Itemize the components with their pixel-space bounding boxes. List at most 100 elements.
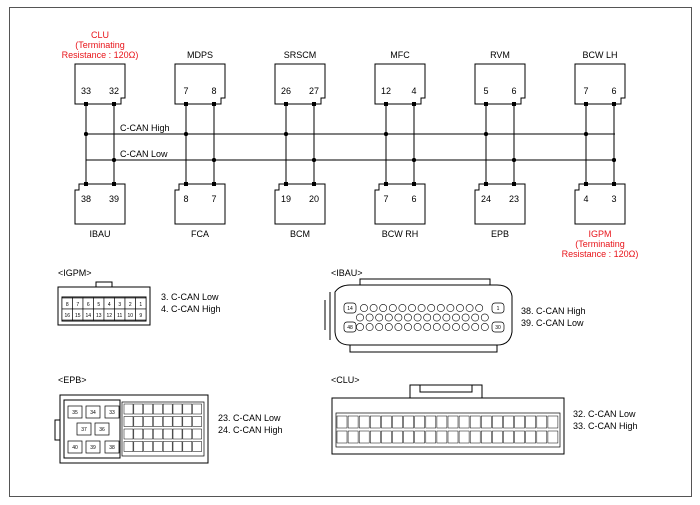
module-pin-number: 27: [309, 86, 319, 96]
pin-terminal: [612, 182, 616, 186]
ibau-pin: [442, 313, 451, 322]
ibau-pin: [417, 304, 426, 312]
pin-terminal: [212, 182, 216, 186]
epb-small-pin: [192, 428, 202, 440]
igpm-pin-label: 6: [87, 302, 90, 308]
module-box: [474, 183, 526, 225]
ibau-side-ribs: [324, 292, 331, 340]
clu-pin: [481, 430, 492, 444]
module-name: RVM: [490, 50, 510, 60]
ibau-pin: [398, 304, 407, 312]
ibau-pin: [471, 313, 480, 322]
clu-pin: [392, 430, 403, 444]
epb-small-pin: [182, 403, 193, 415]
clu-pin: [458, 430, 470, 444]
clu-pin: [403, 415, 414, 429]
igpm-pin-cell: [135, 308, 147, 321]
pin-terminal: [312, 102, 316, 106]
epb-big-pin-label: 35: [72, 410, 78, 416]
clu-pin: [370, 415, 381, 429]
ibau-big-pin: [343, 302, 357, 314]
epb-small-pin: [123, 403, 134, 415]
igpm-legend-2: 4. C-CAN High: [161, 304, 221, 314]
module-pin-number: 20: [309, 194, 319, 204]
ibau-pin: [432, 313, 441, 322]
module-name: BCM: [290, 229, 310, 239]
epb-big-pin-label: 37: [81, 427, 87, 433]
epb-small-pin: [182, 428, 193, 440]
module-note: Resistance : 120Ω): [62, 50, 139, 60]
igpm-pin-label: 3: [118, 302, 121, 308]
ibau-pin: [471, 323, 480, 331]
clu-pin: [492, 415, 503, 429]
module-name: IBAU: [89, 229, 110, 239]
epb-big-pin-label: 36: [99, 427, 105, 433]
junction-dot: [284, 132, 288, 136]
module-pin-number: 7: [183, 86, 188, 96]
ibau-pin: [480, 323, 489, 331]
ibau-pin: [408, 304, 416, 312]
ibau-pin: [446, 304, 455, 312]
clu-pin: [381, 430, 392, 444]
ibau-big-pin: [491, 302, 505, 314]
clu-legend-1: 32. C-CAN Low: [573, 409, 636, 419]
module-pin-number: 5: [483, 86, 488, 96]
module-pin-number: 24: [481, 194, 491, 204]
ibau-legend-2: 39. C-CAN Low: [521, 318, 584, 328]
ibau-pin: [369, 304, 378, 312]
module-pin-number: 6: [611, 86, 616, 96]
pin-terminal: [284, 102, 288, 106]
module-pin-number: 3: [611, 194, 616, 204]
clu-latch-inner: [419, 385, 473, 393]
epb-small-pin: [192, 441, 202, 452]
clu-pin: [514, 415, 525, 429]
epb-small-pin: [172, 428, 183, 440]
junction-dot: [584, 132, 588, 136]
module-name: FCA: [191, 229, 209, 239]
igpm-connector-title: <IGPM>: [58, 268, 92, 278]
clu-pin: [358, 430, 370, 444]
clu-legend-2: 33. C-CAN High: [573, 421, 638, 431]
epb-small-pin: [143, 441, 153, 452]
ibau-big-pin-label: 48: [347, 325, 353, 331]
module-name: CLU: [91, 30, 109, 40]
epb-big-pin-label: 33: [109, 410, 115, 416]
ibau-pin: [375, 323, 384, 331]
ibau-big-pin: [343, 321, 357, 333]
junction-dot: [412, 158, 416, 162]
ibau-pin: [452, 323, 460, 331]
module-pin-number: 7: [583, 86, 588, 96]
epb-small-pin: [153, 403, 163, 415]
can-low-label: C-CAN Low: [120, 149, 168, 159]
ibau-top-rim: [359, 278, 491, 285]
epb-small-pin: [172, 403, 183, 415]
clu-connector-title: <CLU>: [331, 375, 360, 385]
clu-pin: [536, 415, 548, 429]
top-module-rvm: 5 6 RVM: [474, 50, 526, 162]
pin-terminal: [384, 102, 388, 106]
clu-pin: [514, 430, 525, 444]
epb-big-pin: [67, 405, 83, 419]
ibau-pin: [452, 313, 460, 322]
ibau-pin: [442, 323, 451, 331]
module-pin-number: 6: [511, 86, 516, 96]
module-box: [274, 183, 326, 225]
module-name: EPB: [491, 229, 509, 239]
pin-terminal: [484, 102, 488, 106]
igpm-legend-1: 3. C-CAN Low: [161, 292, 219, 302]
module-name: BCW LH: [582, 50, 617, 60]
igpm-pin-label: 7: [76, 302, 79, 308]
module-pin-number: 6: [411, 194, 416, 204]
clu-pin: [492, 430, 503, 444]
pin-terminal: [584, 182, 588, 186]
clu-pin: [481, 415, 492, 429]
clu-pin: [447, 430, 459, 444]
module-box: [274, 63, 326, 105]
junction-dot: [212, 158, 216, 162]
module-pin-number: 23: [509, 194, 519, 204]
